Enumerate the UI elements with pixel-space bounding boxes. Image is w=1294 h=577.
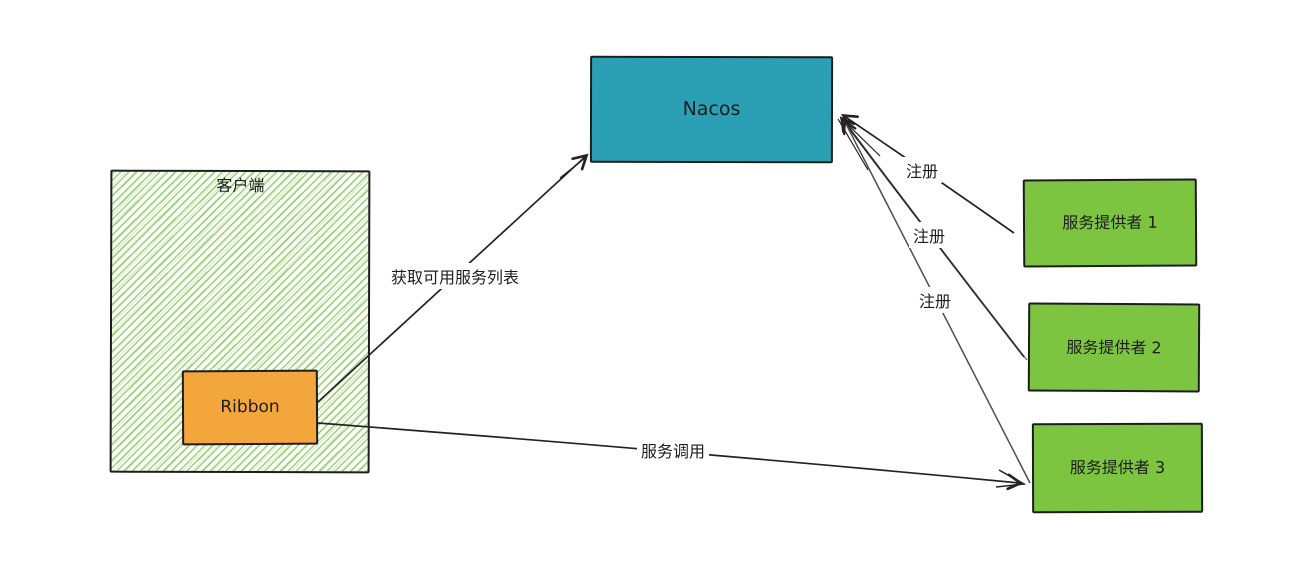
edge-label-register-2: 注册 bbox=[908, 222, 950, 248]
nacos-arrowhead-sketch-2 bbox=[837, 118, 869, 171]
node-nacos: Nacos bbox=[589, 55, 834, 164]
edge-label-register-1: 注册 bbox=[901, 157, 943, 183]
edge-label-fetch-service-list: 获取可用服务列表 bbox=[386, 263, 524, 289]
edge-fetch-sketch-stroke bbox=[559, 157, 586, 179]
node-provider-2-label: 服务提供者 2 bbox=[1066, 337, 1162, 357]
nacos-arrowhead-sketch-1 bbox=[839, 116, 881, 157]
node-nacos-label: Nacos bbox=[682, 97, 741, 120]
edge-label-register-3: 注册 bbox=[914, 287, 956, 313]
node-client-label: 客户端 bbox=[216, 175, 265, 196]
node-provider-3: 服务提供者 3 bbox=[1031, 422, 1204, 514]
node-provider-2: 服务提供者 2 bbox=[1027, 302, 1201, 393]
node-provider-1: 服务提供者 1 bbox=[1022, 178, 1198, 268]
node-provider-1-label: 服务提供者 1 bbox=[1062, 212, 1158, 233]
edge-label-service-invoke: 服务调用 bbox=[636, 437, 710, 463]
node-provider-3-label: 服务提供者 3 bbox=[1069, 457, 1166, 478]
edge-service-invoke-sketch-chevron bbox=[995, 469, 1027, 488]
node-ribbon-label: Ribbon bbox=[220, 396, 280, 418]
node-ribbon: Ribbon bbox=[181, 369, 319, 446]
